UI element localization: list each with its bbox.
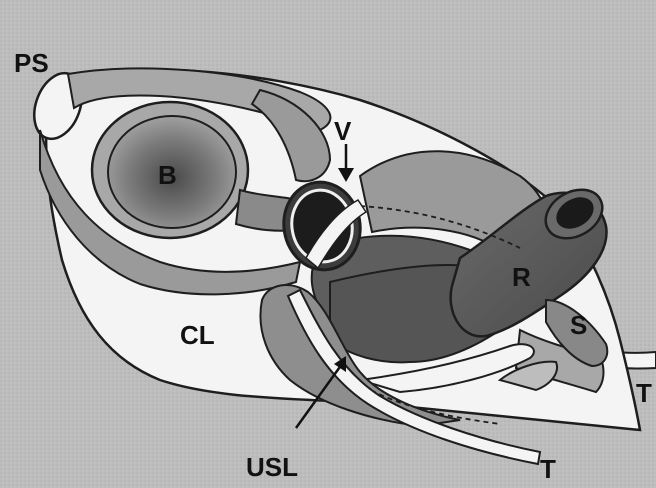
label-usl: USL [246, 452, 298, 482]
label-t-bottom: T [540, 454, 556, 484]
label-ps: PS [14, 48, 49, 78]
label-s: S [570, 310, 587, 340]
label-t-right: T [636, 378, 652, 408]
label-r: R [512, 262, 531, 292]
label-b: B [158, 160, 177, 190]
label-cl: CL [180, 320, 215, 350]
label-v: V [334, 116, 352, 146]
